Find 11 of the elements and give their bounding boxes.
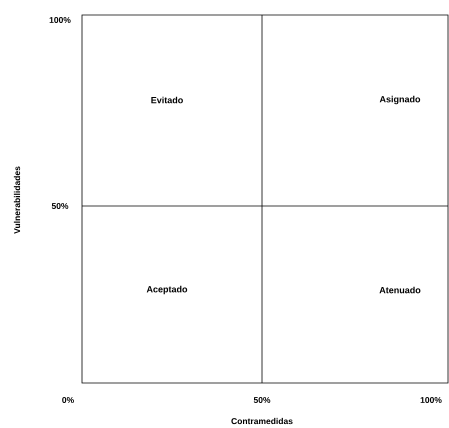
tick-label: 100%: [420, 397, 442, 403]
quadrant-label: Atenuado: [379, 286, 420, 294]
tick-label: 100%: [50, 17, 71, 23]
axis-title: Contramedidas: [231, 418, 293, 424]
tick-label: 50%: [52, 203, 68, 209]
quadrant-label: Asignado: [380, 96, 420, 104]
quadrant-label: Evitado: [151, 96, 183, 104]
tick-label: 50%: [254, 397, 270, 403]
quadrant-label: Aceptado: [146, 286, 188, 294]
axis-title: Vulnerabilidades: [14, 166, 20, 234]
tick-label: 0%: [62, 397, 74, 403]
